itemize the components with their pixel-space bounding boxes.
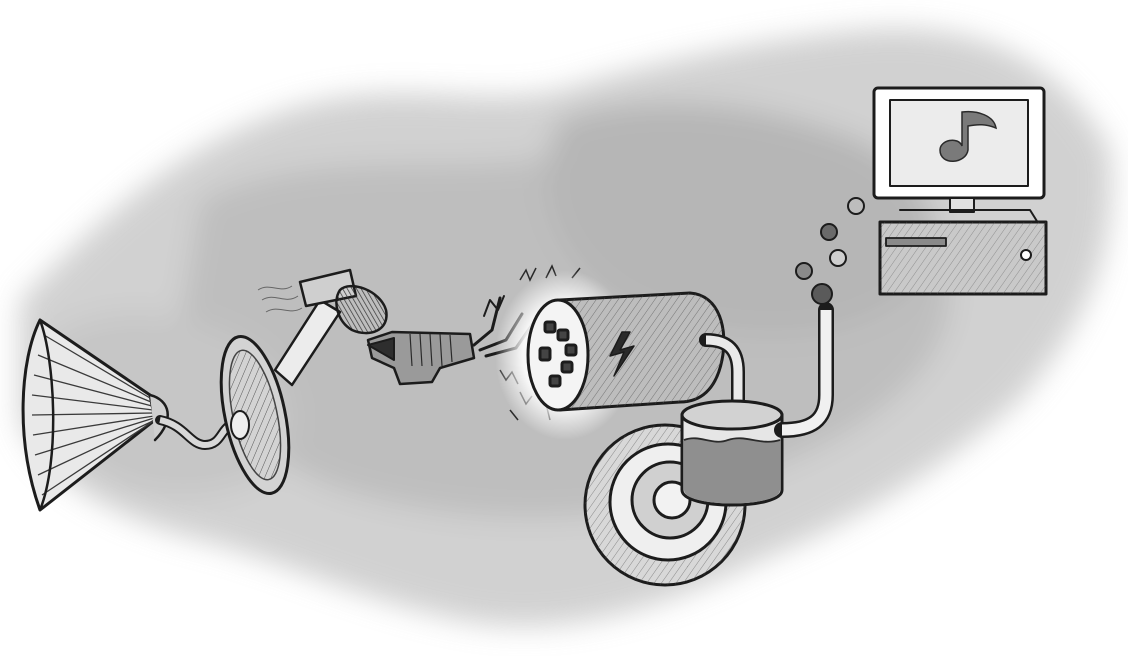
fluid-tank-icon (682, 401, 782, 505)
computer-music-icon (874, 88, 1046, 294)
